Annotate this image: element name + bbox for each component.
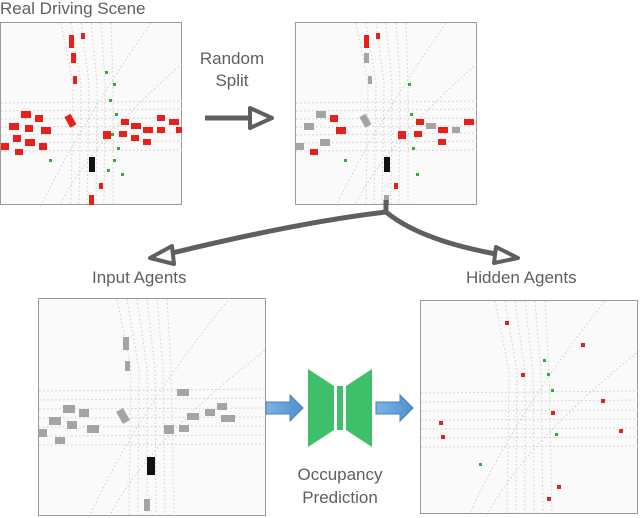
left-arrowhead	[148, 244, 176, 266]
hidden-agents-panel	[420, 300, 639, 515]
real-scene-map	[1, 23, 183, 206]
real-scene-panel	[0, 22, 183, 206]
real-scene-title: Real Driving Scene	[0, 0, 146, 18]
right-arrowhead	[492, 245, 520, 265]
hidden-agents-title: Hidden Agents	[466, 268, 577, 287]
input-agents-title: Input Agents	[92, 268, 187, 287]
curved-arrow-icon	[171, 200, 497, 257]
occupancy-line2: Prediction	[302, 488, 378, 507]
input-to-model-arrow	[265, 393, 304, 423]
input-agents-map	[39, 299, 267, 517]
random-split-line2: Split	[215, 71, 249, 90]
occupancy-line1: Occupancy	[297, 465, 383, 484]
hidden-agents-map	[421, 301, 639, 515]
random-split-label: Random Split	[192, 48, 272, 92]
network-icon	[308, 369, 372, 447]
occupancy-prediction-label: Occupancy Prediction	[285, 463, 395, 509]
split-scene-panel	[295, 22, 478, 206]
random-split-line1: Random	[199, 49, 265, 68]
split-scene-map	[296, 23, 478, 206]
right-arrow-icon	[205, 106, 274, 130]
input-agents-panel	[38, 298, 267, 517]
model-to-output-arrow	[375, 393, 414, 423]
